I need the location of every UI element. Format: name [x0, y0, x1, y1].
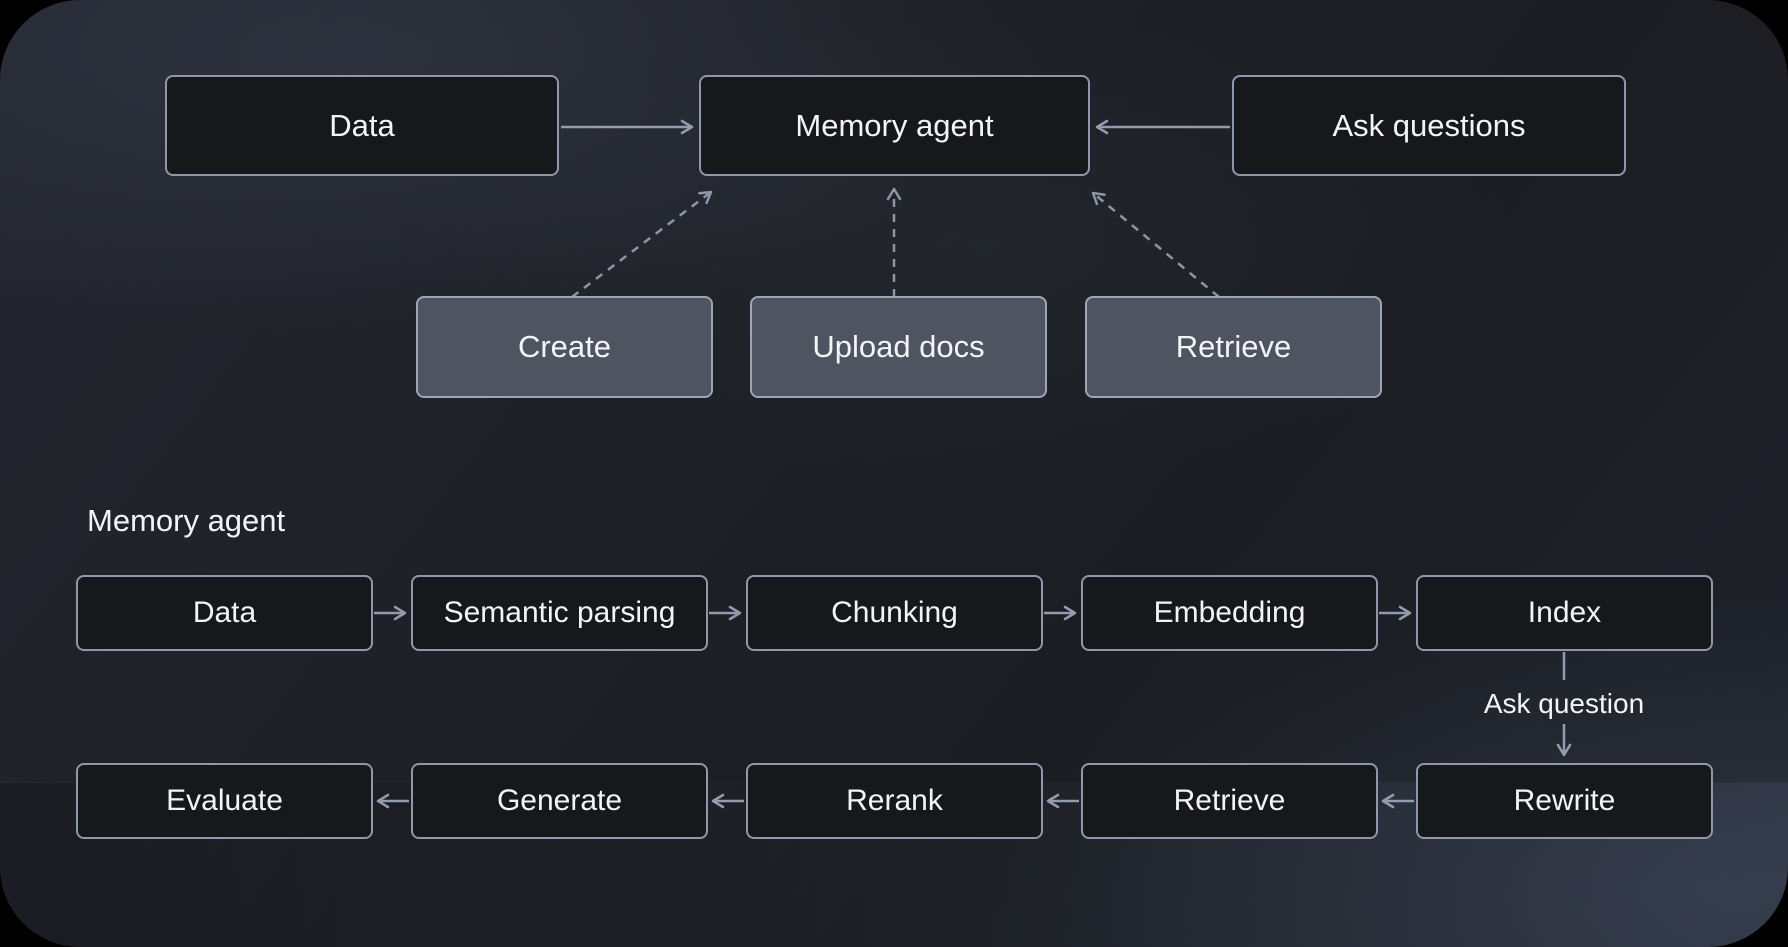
- node-upload-docs: Upload docs: [750, 296, 1047, 398]
- node-label: Ask questions: [1332, 107, 1526, 143]
- node-chunking: Chunking: [746, 575, 1043, 651]
- section-title-memory-agent: Memory agent: [87, 503, 286, 538]
- dashed-arrow-retrieve-to-memory-agent: [1091, 191, 1220, 298]
- node-data-source: Data: [165, 75, 559, 176]
- node-label: Data: [329, 107, 395, 143]
- node-ask-questions: Ask questions: [1232, 75, 1626, 176]
- node-rewrite: Rewrite: [1416, 763, 1713, 839]
- node-label: Retrieve: [1175, 329, 1292, 364]
- node-embedding: Embedding: [1081, 575, 1378, 651]
- node-label: Generate: [496, 784, 623, 817]
- node-label: Evaluate: [166, 784, 283, 817]
- node-semantic-parsing: Semantic parsing: [411, 575, 708, 651]
- node-label: Chunking: [831, 596, 958, 629]
- node-rerank: Rerank: [746, 763, 1043, 839]
- node-label: Create: [517, 329, 612, 364]
- node-memory-agent: Memory agent: [699, 75, 1090, 176]
- dashed-arrow-create-to-memory-agent: [571, 190, 713, 298]
- node-evaluate: Evaluate: [76, 763, 373, 839]
- node-label: Upload docs: [812, 329, 985, 364]
- node-pipeline-data: Data: [76, 575, 373, 651]
- node-label: Rerank: [846, 784, 943, 817]
- node-index: Index: [1416, 575, 1713, 651]
- node-retrieve-action: Retrieve: [1085, 296, 1382, 398]
- node-label: Data: [192, 596, 257, 629]
- node-generate: Generate: [411, 763, 708, 839]
- node-label: Retrieve: [1173, 784, 1286, 817]
- node-create: Create: [416, 296, 713, 398]
- node-label: Memory agent: [795, 107, 994, 143]
- edge-label-ask-question: Ask question: [1483, 688, 1645, 719]
- node-label: Embedding: [1153, 596, 1306, 629]
- node-retrieve-step: Retrieve: [1081, 763, 1378, 839]
- node-label: Semantic parsing: [443, 596, 676, 629]
- node-label: Rewrite: [1513, 784, 1616, 817]
- node-label: Index: [1527, 596, 1602, 629]
